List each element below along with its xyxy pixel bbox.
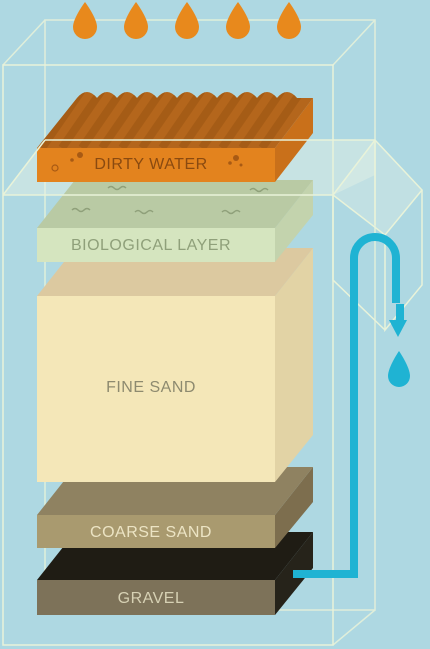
water-drop-icon (175, 2, 199, 39)
container-front-frame (2, 64, 375, 646)
fine-sand-label: FINE SAND (106, 379, 196, 396)
dirty-water-label: DIRTY WATER (94, 156, 207, 173)
fine-sand-layer (37, 248, 313, 482)
dirty-water-layer (37, 92, 313, 182)
water-drop-icon (388, 351, 410, 387)
water-drop-icon (73, 2, 97, 39)
biological-layer (37, 180, 313, 262)
arrow-down-icon (389, 320, 407, 337)
incoming-drops (73, 2, 301, 39)
water-drop-icon (277, 2, 301, 39)
gravel-label: GRAVEL (118, 590, 185, 607)
water-drop-icon (226, 2, 250, 39)
coarse-sand-label: COARSE SAND (90, 524, 212, 541)
outlet-pipe (293, 233, 400, 578)
biological-layer-label: BIOLOGICAL LAYER (71, 237, 231, 254)
arrow-shaft (396, 304, 404, 321)
water-drop-icon (124, 2, 148, 39)
